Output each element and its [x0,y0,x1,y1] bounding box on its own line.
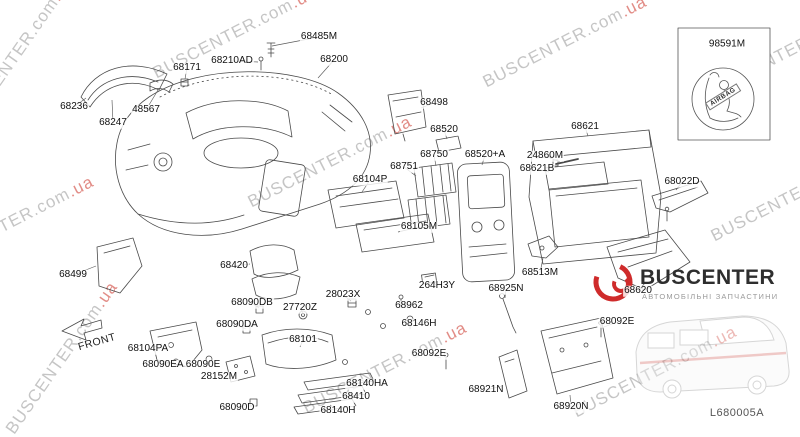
cluster-lid [387,89,427,142]
part-label-68090EA: 68090EA [141,358,185,371]
part-label-264H3Y: 264H3Y [417,279,457,292]
part-label-68925N: 68925N [487,282,525,295]
part-label-68750: 68750 [419,148,449,161]
screw-icon [266,42,276,58]
part-label-68621: 68621 [570,120,600,133]
part-label-68200: 68200 [319,53,349,66]
top-fasteners [180,42,276,87]
part-label-68485M: 68485M [299,30,339,43]
glove-box-assembly [528,129,662,265]
clip-icon [180,78,189,87]
part-label-48567: 48567 [131,103,161,116]
part-label-68410: 68410 [341,390,371,403]
part-label-68171: 68171 [172,61,202,74]
part-label-68140HA: 68140HA [345,377,389,390]
part-label-68520: 68520 [429,123,459,136]
lower-left-finisher [96,237,143,294]
airbag-badge: AIRBAG [705,83,741,111]
part-label-68101: 68101 [288,333,318,346]
part-label-68498: 68498 [419,96,449,109]
van-illustration [635,315,790,399]
part-label-68962: 68962 [394,299,424,312]
part-label-68621B: 68621B [518,162,556,175]
part-label-68247: 68247 [98,116,128,129]
brand-logo-text: BUSCENTER [640,266,776,289]
air-vents [407,162,457,230]
part-label-24860M: 24860M [525,149,565,162]
front-label: FRONT [76,330,118,354]
part-label-68105M: 68105M [399,220,439,233]
part-label-68140H: 68140H [319,404,357,417]
dash-top-pad [80,65,174,108]
right-lower-strip [498,349,528,399]
part-label-68520+A: 68520+A [463,148,507,161]
part-label-68620: 68620 [623,284,653,297]
part-label-27720Z: 27720Z [282,301,318,314]
part-label-68090DB: 68090DB [230,296,274,309]
part-label-68920N: 68920N [552,400,590,413]
glove-box-bracket [527,235,559,259]
part-label-68420: 68420 [219,259,249,272]
part-label-68092E: 68092E [598,315,636,328]
right-lower-panel [540,317,614,395]
part-label-68092E: 68092E [410,347,448,360]
part-label-68499: 68499 [58,268,88,281]
part-label-68210AD: 68210AD [210,54,254,67]
airbag-inset-box [677,27,771,141]
part-label-68090D: 68090D [218,401,256,414]
part-label-68751: 68751 [389,160,419,173]
part-label-68090DA: 68090DA [215,318,259,331]
part-label-68921N: 68921N [467,383,505,396]
part-label-68090E: 68090E [184,358,222,371]
steering-column-covers [249,244,301,300]
brand-tagline: АВТОМОБІЛЬНІ ЗАПЧАСТИНИ [642,292,779,301]
console-side-trim [606,229,691,291]
part-label-68022D: 68022D [663,175,701,188]
front-direction-arrow-icon [61,318,103,341]
part-label-68104P: 68104P [351,173,389,186]
part-label-28023X: 28023X [324,288,362,301]
vent-bracket [435,135,462,153]
part-label-68104PA: 68104PA [126,342,170,355]
part-label-28152M: 28152M [199,370,239,383]
airbag-part-number: 98591M [708,38,746,50]
instrument-panel-main [115,71,371,236]
part-label-68146H: 68146H [400,317,438,330]
part-label-68513M: 68513M [520,266,560,279]
diagram-code: L680005A [709,407,765,419]
part-label-68236: 68236 [59,100,89,113]
center-cluster-panel [457,161,515,283]
